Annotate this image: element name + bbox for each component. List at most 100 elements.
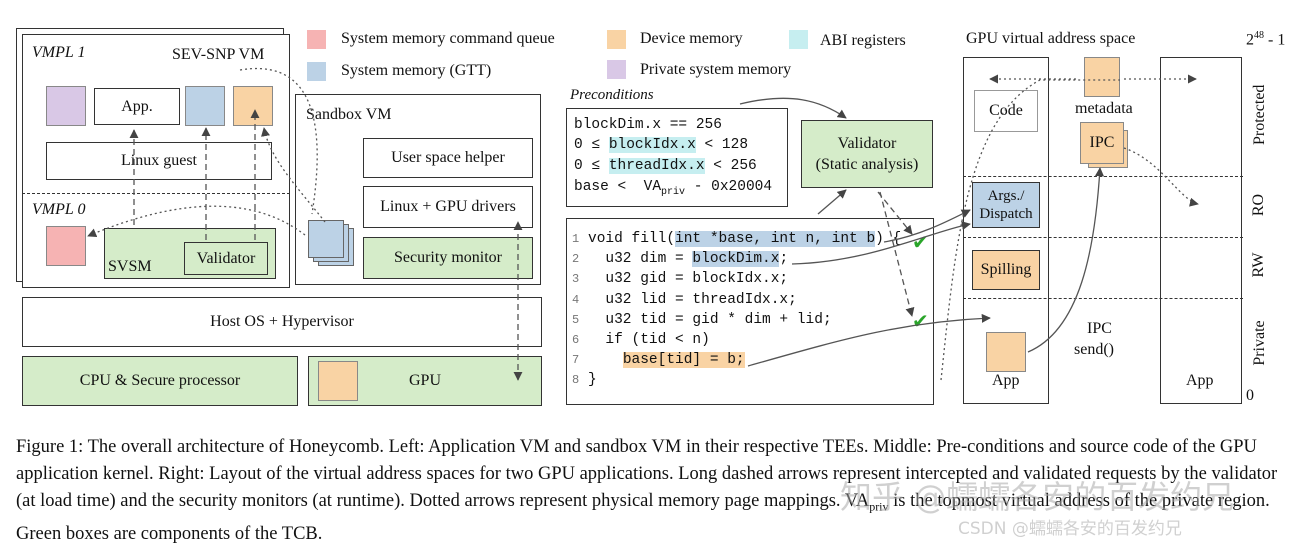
watermark-zhihu: 知乎 @蠕蠕各安的百发约兄: [840, 478, 1235, 516]
precond-line-2: 0 ≤ blockIdx.x < 128: [574, 137, 749, 153]
arrow-validator-check-2: [879, 191, 915, 317]
arrow-ipc-send: [1027, 167, 1105, 353]
vmpl-divider: [22, 193, 290, 194]
app-right-label: App: [1186, 372, 1214, 389]
ipc-block-label: IPC: [1089, 134, 1115, 151]
host-os-label: Host OS + Hypervisor: [210, 313, 354, 330]
gtt-block-app: [185, 86, 225, 126]
line-number: 2: [572, 252, 580, 267]
validator-static-box: Validator (Static analysis): [801, 120, 933, 188]
line-number: 7: [572, 353, 580, 368]
arrow-dim-to-dispatch: [791, 221, 971, 265]
app-box: App.: [94, 88, 180, 125]
arrow-code-to-validator: [817, 189, 847, 215]
line-number: 4: [572, 292, 580, 307]
spilling-box: Spilling: [972, 250, 1040, 290]
arrow-base-to-app: [747, 313, 991, 367]
code-box: [566, 218, 934, 405]
line-number: 1: [572, 232, 580, 246]
validator-inner-label: Validator: [196, 249, 256, 267]
ipc-send-line2: send(): [1074, 341, 1114, 358]
watermark-csdn: CSDN @蠕蠕各安的百发约兄: [958, 519, 1182, 539]
cpu-secure-label: CPU & Secure processor: [79, 372, 241, 389]
precond-line-3: 0 ≤ threadIdx.x < 256: [574, 158, 757, 174]
code-region-box: Code: [974, 90, 1038, 132]
metadata-block: [1084, 57, 1120, 97]
ipc-block: IPC: [1080, 122, 1124, 164]
metadata-label: metadata: [1075, 100, 1133, 117]
legend-cmd-queue: System memory command queue: [341, 30, 555, 47]
legend-gtt: System memory (GTT): [341, 62, 492, 79]
private-mem-block: [46, 86, 86, 126]
caption-text-1: Figure 1: The overall architecture of Ho…: [16, 437, 1278, 511]
linux-gpu-drivers-label: Linux + GPU drivers: [380, 198, 516, 215]
legend-swatch-cmd-queue: [307, 30, 326, 49]
code-line: 6 if (tid < n): [572, 332, 710, 348]
top-address: 248 - 1: [1246, 30, 1286, 49]
code-line: 4 u32 lid = threadIdx.x;: [572, 291, 797, 308]
bottom-address: 0: [1246, 387, 1254, 404]
code-line: 5 u32 tid = gid * dim + lid;: [572, 311, 832, 328]
precond-line-1: blockDim.x == 256: [574, 117, 722, 133]
precond-line-4: base < VApriv - 0x20004: [574, 179, 773, 198]
sev-snp-vm-label: SEV-SNP VM: [172, 46, 265, 63]
args-dispatch-line1: Args./: [987, 188, 1025, 204]
dotted-map-cmdqueue: [87, 205, 306, 238]
preconditions-box: [566, 108, 788, 207]
linux-gpu-drivers-box: Linux + GPU drivers: [363, 186, 533, 228]
code-line: 8}: [572, 372, 597, 389]
line-number: 8: [572, 373, 580, 388]
svsm-label: SVSM: [108, 258, 152, 275]
line-number: 5: [572, 312, 580, 327]
va-space-title: GPU virtual address space: [966, 30, 1136, 47]
dotted-map-gtt: [261, 127, 326, 223]
legend-swatch-device-mem: [607, 30, 626, 49]
vmpl0-label: VMPL 0: [32, 201, 86, 218]
vmpl1-label: VMPL 1: [32, 44, 86, 61]
legend-private-mem: Private system memory: [640, 61, 792, 78]
code-line: 2 u32 dim = blockDim.x;: [572, 251, 789, 268]
validator-static-line1: Validator: [837, 135, 897, 152]
caption-text-2: is the topmost virtual address of the pr…: [16, 491, 1270, 544]
arrow-validator-check-1: [877, 191, 913, 235]
user-space-helper-box: User space helper: [363, 138, 533, 178]
host-os-box: Host OS + Hypervisor: [22, 297, 542, 347]
caption-sub: priv: [869, 499, 889, 514]
gtt-stack-page-1: [308, 220, 344, 258]
linux-guest-label: Linux guest: [121, 152, 197, 169]
legend-device-mem: Device memory: [640, 30, 743, 47]
check-mark-2: ✔: [912, 311, 929, 333]
line-number: 3: [572, 272, 580, 287]
sandbox-vm-label: Sandbox VM: [306, 106, 392, 123]
legend-swatch-private: [607, 60, 626, 79]
region-divider-1: [963, 176, 1243, 177]
app-label: App.: [121, 97, 153, 115]
linux-guest-box: Linux guest: [46, 142, 272, 180]
security-monitor-box: Security monitor: [363, 237, 533, 279]
line-number: 6: [572, 333, 580, 347]
security-monitor-label: Security monitor: [394, 249, 502, 266]
ipc-send-line1: IPC: [1087, 320, 1112, 337]
arrow-precond-to-validator: [739, 97, 847, 119]
app-left-label: App: [992, 372, 1020, 389]
legend-swatch-abi: [789, 30, 808, 49]
args-dispatch-box: Args./ Dispatch: [972, 182, 1040, 228]
cmd-queue-block: [46, 226, 86, 266]
gpu-label: GPU: [409, 372, 442, 389]
spilling-label: Spilling: [980, 261, 1032, 278]
region-divider-2: [963, 237, 1243, 238]
dotted-map-ipc-right: [1123, 147, 1199, 207]
va-column-right: [1160, 57, 1242, 404]
legend-abi-regs: ABI registers: [820, 32, 906, 49]
arrow-args-to-dispatch: [883, 209, 971, 243]
code-region-label: Code: [989, 102, 1023, 119]
code-line: 3 u32 gid = blockIdx.x;: [572, 271, 789, 288]
cpu-secure-box: CPU & Secure processor: [22, 356, 298, 406]
gpu-device-mem-block: [318, 361, 358, 401]
region-divider-3: [963, 298, 1243, 299]
validator-inner-box: Validator: [184, 242, 268, 275]
code-line: 7 base[tid] = b;: [572, 352, 745, 369]
app-private-block: [986, 332, 1026, 372]
